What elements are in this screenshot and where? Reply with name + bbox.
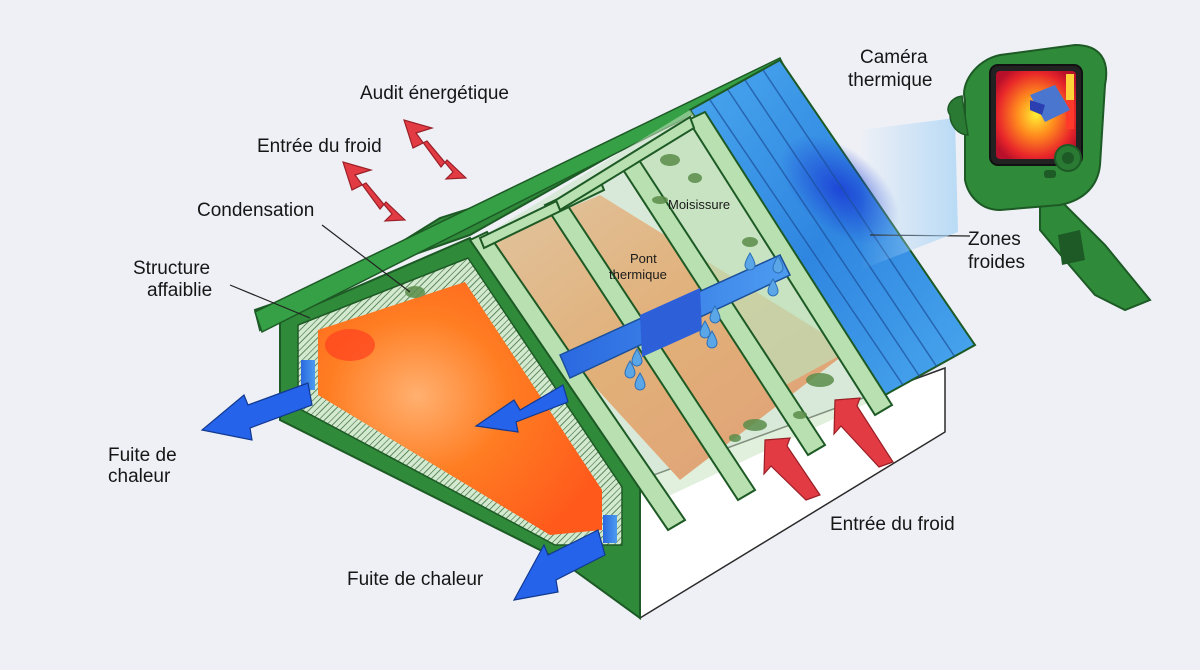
label-structure-2: affaiblie bbox=[147, 280, 212, 301]
label-structure-1: Structure bbox=[133, 258, 210, 279]
label-mold: Moisissure bbox=[668, 197, 730, 212]
cold-in-arrows bbox=[342, 119, 894, 501]
mold-spot-icon bbox=[405, 154, 834, 442]
label-thermal-bridge-1: Pont bbox=[630, 251, 657, 266]
attic-bay bbox=[620, 115, 850, 388]
label-audit: Audit énergétique bbox=[360, 83, 509, 104]
label-cold-in-bottom: Entrée du froid bbox=[830, 514, 955, 535]
label-cold-zones-2: froides bbox=[968, 252, 1025, 273]
heated-gable-interior bbox=[318, 282, 602, 535]
thermal-bridge-wall bbox=[301, 360, 315, 390]
label-heat-leak-left-1: Fuite de bbox=[108, 445, 177, 466]
label-heat-leak-left-2: chaleur bbox=[108, 466, 171, 487]
label-heat-leak-bottom: Fuite de chaleur bbox=[347, 569, 484, 590]
heat-leak-arrows bbox=[200, 382, 606, 601]
thermal-camera-icon bbox=[947, 43, 1152, 312]
label-thermal-bridge-2: thermique bbox=[609, 267, 667, 282]
camera-beam bbox=[860, 118, 958, 270]
label-camera-2: thermique bbox=[848, 70, 933, 91]
label-condensation: Condensation bbox=[197, 200, 314, 221]
label-cold-zones-1: Zones bbox=[968, 229, 1021, 250]
label-camera-1: Caméra bbox=[860, 47, 928, 68]
label-cold-in-top: Entrée du froid bbox=[257, 136, 382, 157]
